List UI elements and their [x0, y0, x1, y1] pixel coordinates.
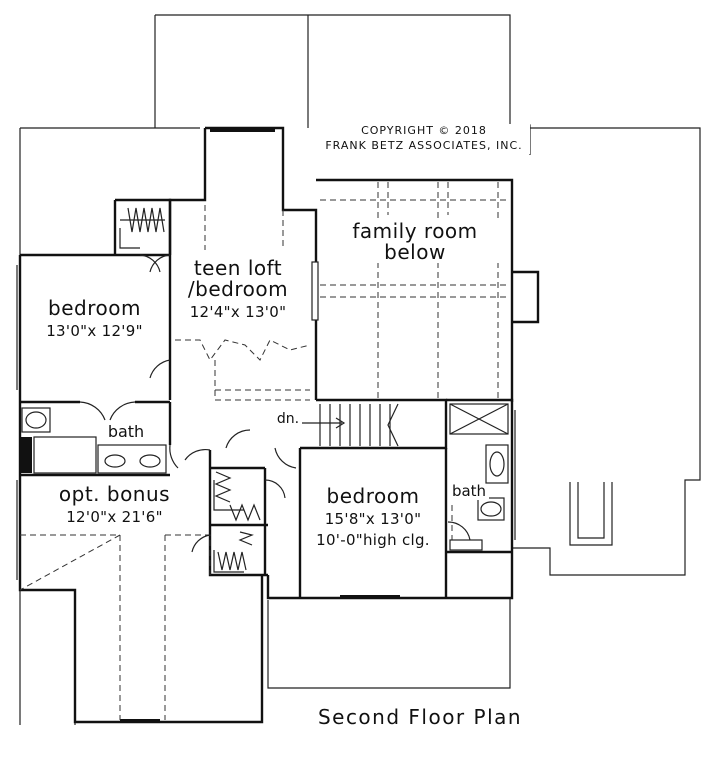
bedroom-right-ceiling: 10'-0"high clg. — [316, 530, 430, 549]
stairs — [302, 261, 399, 447]
copyright-line1: COPYRIGHT © 2018 — [361, 124, 487, 137]
windows — [16, 265, 516, 580]
copyright-line2: FRANK BETZ ASSOCIATES, INC. — [325, 138, 523, 152]
bonus-label: opt. bonus 12'0"x 21'6" — [22, 484, 207, 526]
dashed-lines — [19, 182, 510, 720]
family-room-below: below — [384, 240, 446, 264]
bath-fixtures — [20, 403, 509, 551]
family-room-label: family room below — [325, 221, 505, 263]
bedroom-left-name: bedroom — [48, 296, 141, 320]
bedroom-right-name: bedroom — [326, 484, 420, 508]
bonus-dims: 12'0"x 21'6" — [66, 508, 163, 526]
bath-right-label: bath — [449, 483, 489, 500]
roof-outline — [19, 14, 701, 725]
closets — [119, 207, 261, 573]
bedroom-left-label: bedroom 13'0"x 12'9" — [22, 298, 167, 340]
teen-loft-name: teen loft — [193, 256, 283, 280]
teen-loft-label: teen loft /bedroom 12'4"x 13'0" — [168, 258, 308, 321]
bedroom-right-dims: 15'8"x 13'0" — [324, 510, 422, 528]
family-room-name: family room — [352, 219, 478, 243]
teen-loft-dims: 12'4"x 13'0" — [189, 303, 287, 321]
stairs-down-label: dn. — [276, 411, 300, 427]
bath-left-label: bath — [107, 422, 145, 441]
teen-loft-name2: /bedroom — [187, 277, 289, 301]
bonus-name: opt. bonus — [58, 482, 171, 506]
door-swings — [79, 254, 471, 553]
bedroom-right-label: bedroom 15'8"x 13'0" 10'-0"high clg. — [302, 486, 444, 549]
bedroom-left-dims: 13'0"x 12'9" — [46, 322, 143, 340]
copyright-notice: COPYRIGHT © 2018 FRANK BETZ ASSOCIATES, … — [318, 124, 530, 154]
plan-title: Second Floor Plan — [317, 705, 523, 729]
